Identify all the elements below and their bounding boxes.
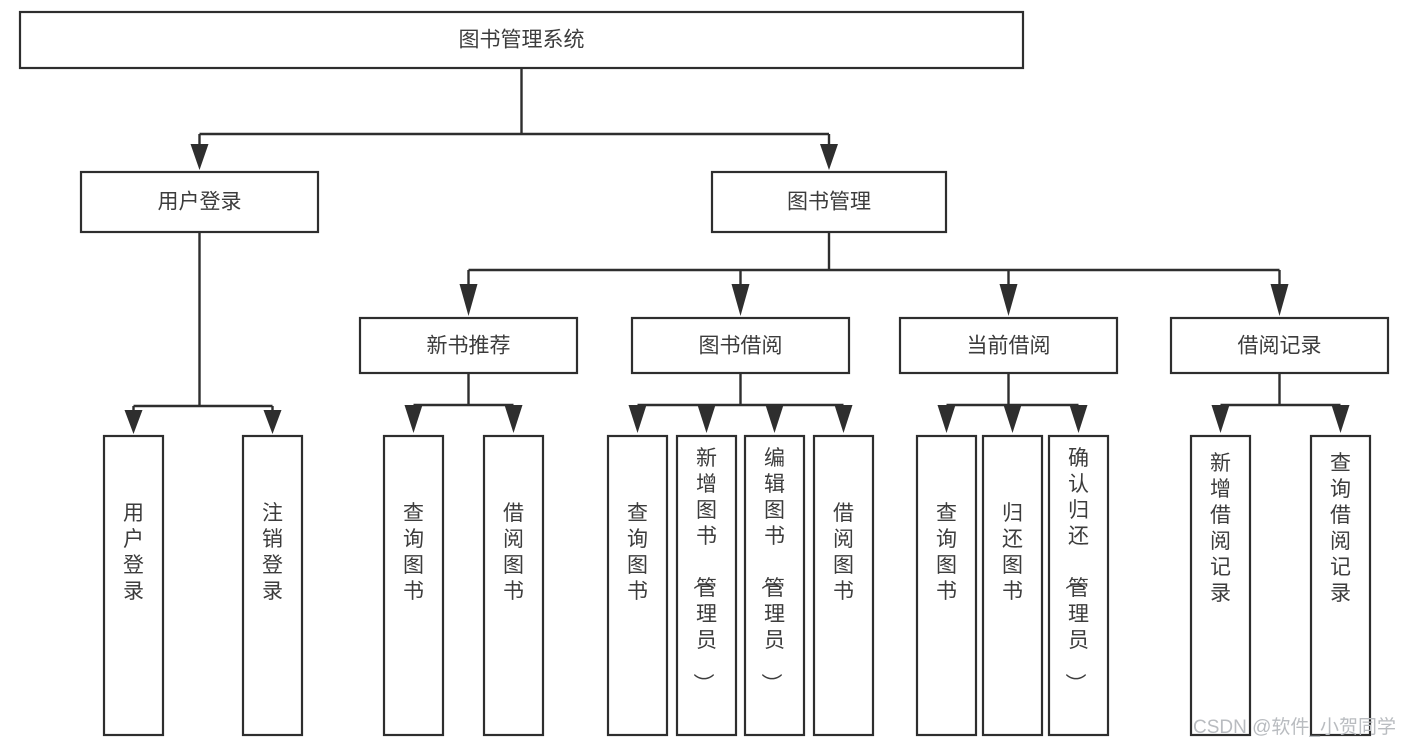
- node-label-leaf-edit-book-admin: 编辑图书（管理员）: [759, 447, 785, 694]
- arrow-new-book-leaf-2: [504, 405, 523, 433]
- node-label-book-borrow: 图书借阅: [699, 335, 783, 358]
- node-leaf-logout[interactable]: 注销登录: [241, 434, 304, 737]
- arrow-current-borrow-leaf-2: [1003, 405, 1022, 433]
- arrow-bm-to-new-book-recommend: [459, 284, 478, 316]
- arrow-root-to-user-login: [190, 144, 209, 170]
- node-leaf-edit-book-admin[interactable]: 编辑图书（管理员）: [743, 434, 806, 737]
- node-label-user-login: 用户登录: [158, 191, 242, 214]
- node-leaf-query-book-recommend[interactable]: 查询图书: [382, 434, 445, 737]
- connectors-group: [124, 68, 1350, 434]
- node-box-new-book-recommend[interactable]: [358, 316, 579, 375]
- node-root-book-management-system[interactable]: 图书管理系统: [18, 10, 1025, 70]
- csdn-watermark: CSDN @软件_小贺同学: [1193, 716, 1396, 738]
- node-leaf-return-book[interactable]: 归还图书: [981, 434, 1044, 737]
- node-leaf-query-book-borrow[interactable]: 查询图书: [606, 434, 669, 737]
- node-label-leaf-logout: 注销登录: [262, 502, 283, 603]
- node-book-management[interactable]: 图书管理: [710, 170, 948, 234]
- node-label-leaf-return-book: 归还图书: [1002, 502, 1023, 603]
- node-box-leaf-confirm-return-admin[interactable]: [1047, 434, 1110, 737]
- arrow-book-borrow-leaf-3: [765, 405, 784, 433]
- arrow-bm-to-book-borrow: [731, 284, 750, 316]
- node-user-login[interactable]: 用户登录: [79, 170, 320, 234]
- node-leaf-query-book-current[interactable]: 查询图书: [915, 434, 978, 737]
- node-label-root: 图书管理系统: [459, 29, 585, 52]
- node-box-leaf-logout[interactable]: [241, 434, 304, 737]
- node-leaf-add-borrow-record[interactable]: 新增借阅记录: [1189, 434, 1252, 737]
- node-box-book-borrow[interactable]: [630, 316, 851, 375]
- arrow-new-book-leaf-1: [404, 405, 423, 433]
- node-leaf-query-borrow-record[interactable]: 查询借阅记录: [1309, 434, 1372, 737]
- node-leaf-borrow-book[interactable]: 借阅图书: [812, 434, 875, 737]
- node-label-leaf-add-book-admin: 新增图书（管理员）: [691, 447, 717, 694]
- node-label-book-management: 图书管理: [787, 191, 871, 214]
- node-box-current-borrow[interactable]: [898, 316, 1119, 375]
- node-box-book-management[interactable]: [710, 170, 948, 234]
- node-box-leaf-add-borrow-record[interactable]: [1189, 434, 1252, 737]
- node-label-leaf-borrow-book-recommend: 借阅图书: [503, 502, 524, 603]
- node-box-leaf-borrow-book-recommend[interactable]: [482, 434, 545, 737]
- arrow-root-to-book-management: [820, 144, 838, 170]
- node-box-leaf-edit-book-admin[interactable]: [743, 434, 806, 737]
- arrow-user-login-leaf-2: [263, 410, 282, 434]
- node-box-leaf-query-book-recommend[interactable]: [382, 434, 445, 737]
- node-leaf-user-login[interactable]: 用户登录: [102, 434, 165, 737]
- node-label-leaf-query-book-recommend: 查询图书: [403, 502, 424, 603]
- node-box-leaf-query-book-current[interactable]: [915, 434, 978, 737]
- node-box-leaf-borrow-book[interactable]: [812, 434, 875, 737]
- node-label-leaf-query-book-borrow: 查询图书: [627, 502, 648, 603]
- node-book-borrow[interactable]: 图书借阅: [630, 316, 851, 375]
- node-label-borrow-record: 借阅记录: [1238, 335, 1322, 358]
- arrow-borrow-record-leaf-2: [1331, 405, 1350, 433]
- node-label-leaf-confirm-return-admin: 确认归还（管理员）: [1063, 447, 1089, 694]
- node-label-leaf-user-login: 用户登录: [123, 502, 144, 603]
- arrow-current-borrow-leaf-3: [1069, 405, 1088, 433]
- node-label-leaf-add-borrow-record: 新增借阅记录: [1210, 452, 1231, 605]
- node-label-leaf-query-borrow-record: 查询借阅记录: [1330, 452, 1351, 605]
- arrow-current-borrow-leaf-1: [937, 405, 956, 433]
- node-box-leaf-query-book-borrow[interactable]: [606, 434, 669, 737]
- node-box-leaf-user-login[interactable]: [102, 434, 165, 737]
- arrow-borrow-record-leaf-1: [1211, 405, 1230, 433]
- leaf-nodes-group: 用户登录 注销登录 查询图书 借阅图书 查询图书 新增图书（管理员）: [102, 434, 1372, 737]
- node-new-book-recommend[interactable]: 新书推荐: [358, 316, 579, 375]
- node-box-leaf-query-borrow-record[interactable]: [1309, 434, 1372, 737]
- node-label-current-borrow: 当前借阅: [967, 335, 1051, 358]
- node-leaf-borrow-book-recommend[interactable]: 借阅图书: [482, 434, 545, 737]
- node-box-leaf-return-book[interactable]: [981, 434, 1044, 737]
- arrow-book-borrow-leaf-1: [628, 405, 647, 433]
- arrow-user-login-leaf-1: [124, 410, 143, 434]
- node-box-user-login[interactable]: [79, 170, 320, 234]
- node-current-borrow[interactable]: 当前借阅: [898, 316, 1119, 375]
- node-label-leaf-borrow-book: 借阅图书: [833, 502, 854, 603]
- node-leaf-confirm-return-admin[interactable]: 确认归还（管理员）: [1047, 434, 1110, 737]
- node-label-leaf-query-book-current: 查询图书: [936, 502, 957, 603]
- node-box-root[interactable]: [18, 10, 1025, 70]
- node-box-borrow-record[interactable]: [1169, 316, 1390, 375]
- arrow-book-borrow-leaf-4: [834, 405, 853, 433]
- arrow-bm-to-current-borrow: [999, 284, 1018, 316]
- node-leaf-add-book-admin[interactable]: 新增图书（管理员）: [675, 434, 738, 737]
- node-box-leaf-add-book-admin[interactable]: [675, 434, 738, 737]
- node-label-new-book-recommend: 新书推荐: [427, 335, 511, 358]
- arrow-bm-to-borrow-record: [1270, 284, 1289, 316]
- arrow-book-borrow-leaf-2: [697, 405, 716, 433]
- node-borrow-record[interactable]: 借阅记录: [1169, 316, 1390, 375]
